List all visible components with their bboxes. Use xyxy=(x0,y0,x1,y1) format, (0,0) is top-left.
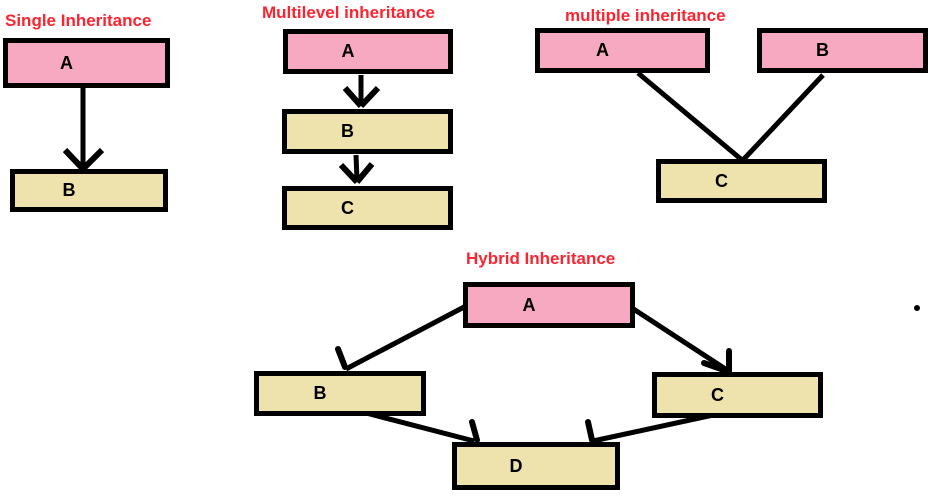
arrow-hybrid-a-to-c xyxy=(630,305,729,373)
arrowhead-multilevel-b-to-c xyxy=(338,162,375,185)
class-box-label: C xyxy=(711,384,724,405)
section-title-single: Single Inheritance xyxy=(5,11,152,30)
class-box-label: A xyxy=(60,52,73,73)
arrowhead-multilevel-a-to-b xyxy=(342,85,381,109)
arrow-multilevel-b-to-c xyxy=(353,154,360,181)
class-box-label: C xyxy=(715,170,728,191)
class-box-single-b: B xyxy=(10,169,168,212)
class-box-label: B xyxy=(62,180,76,200)
class-box-single-a: A xyxy=(3,38,170,88)
class-box-label: B xyxy=(341,121,354,141)
line-multiple-b-to-c xyxy=(741,73,825,162)
class-box-multilevel-b: B xyxy=(282,109,453,154)
class-box-hybrid-a: A xyxy=(463,282,635,328)
section-title-multiple: multiple inheritance xyxy=(565,6,726,25)
class-box-hybrid-c: C xyxy=(652,372,823,418)
class-box-multilevel-c: C xyxy=(282,186,453,230)
class-box-multiple-c: C xyxy=(656,159,827,203)
section-title-hybrid: Hybrid Inheritance xyxy=(466,249,616,268)
class-box-label: B xyxy=(313,383,327,403)
stray-dot xyxy=(914,305,920,311)
arrowhead-hybrid-a-to-c xyxy=(701,348,732,374)
class-box-multiple-b: B xyxy=(757,28,928,73)
arrowhead-hybrid-b-to-d xyxy=(469,419,480,443)
class-box-multilevel-a: A xyxy=(283,29,453,74)
class-box-hybrid-b: B xyxy=(254,371,426,416)
class-box-hybrid-d: D xyxy=(452,442,620,490)
class-box-label: D xyxy=(509,455,523,476)
class-box-label: B xyxy=(816,40,829,60)
arrowhead-single-a-to-b xyxy=(62,147,105,172)
class-box-label: A xyxy=(522,294,536,315)
class-box-label: C xyxy=(341,197,354,218)
class-box-multiple-a: A xyxy=(535,28,710,73)
arrowhead-hybrid-a-to-b xyxy=(335,346,348,370)
class-box-label: A xyxy=(341,41,355,61)
arrow-hybrid-b-to-d xyxy=(365,410,475,444)
class-box-label: A xyxy=(596,40,609,60)
section-title-multilevel: Multilevel inheritance xyxy=(262,3,435,22)
arrow-hybrid-a-to-b xyxy=(344,303,468,372)
line-multiple-a-to-c xyxy=(636,71,744,162)
